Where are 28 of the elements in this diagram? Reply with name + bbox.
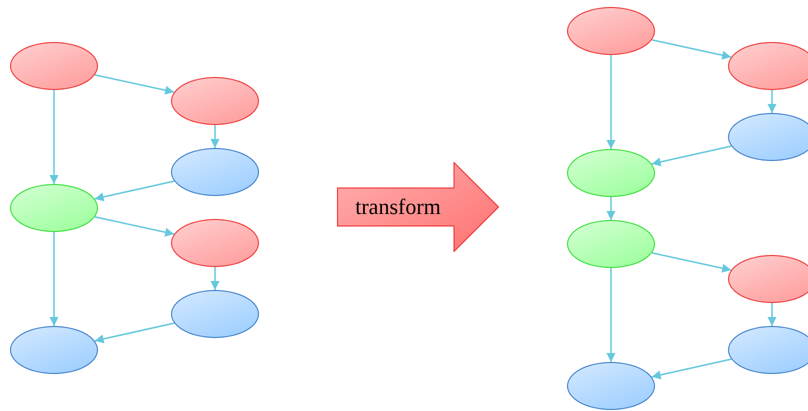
- arrow: [210, 267, 220, 290]
- graph-node: [567, 362, 655, 410]
- graph-node: [10, 326, 98, 374]
- graph-node: [728, 326, 808, 374]
- arrow: [210, 125, 220, 148]
- arrow: [768, 90, 776, 113]
- arrow: [606, 197, 616, 220]
- arrow: [94, 322, 174, 344]
- block-arrow: [337, 162, 499, 252]
- graph-node: [567, 149, 655, 197]
- arrow: [50, 90, 58, 184]
- arrow: [94, 216, 174, 237]
- graph-node: [728, 113, 808, 161]
- arrow: [94, 180, 174, 202]
- graph-node: [728, 255, 808, 303]
- graph-node: [171, 77, 259, 125]
- arrow: [50, 232, 58, 326]
- graph-node: [10, 184, 98, 232]
- arrow: [606, 55, 616, 149]
- arrow: [652, 145, 732, 166]
- graph-node: [728, 42, 808, 90]
- transform-label: transform: [354, 193, 442, 221]
- arrow: [652, 252, 732, 273]
- arrow: [652, 358, 732, 380]
- arrow: [652, 39, 732, 60]
- arrow: [768, 303, 776, 326]
- arrow: [94, 74, 174, 95]
- graph-node: [171, 219, 259, 267]
